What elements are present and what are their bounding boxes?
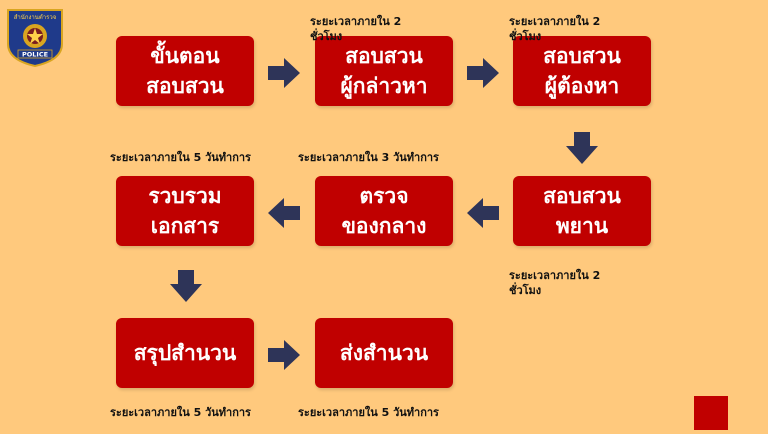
step2-time-note: ระยะเวลาภายใน 2 ชั่วโมง xyxy=(310,14,401,44)
police-badge-logo: สำนักงานตำรวจ POLICE xyxy=(7,9,63,68)
step7-time-note: ระยะเวลาภายใน 5 วันทำการ xyxy=(110,406,251,419)
step4-time-line1: ระยะเวลาภายใน 2 xyxy=(509,269,601,282)
step-question-accuser: สอบสวน ผู้กล่าวหา xyxy=(315,36,453,106)
step3-time-note: ระยะเวลาภายใน 2 ชั่วโมง xyxy=(509,14,600,44)
step8-line1: ส่งสำนวน xyxy=(339,341,429,365)
step6-line1: รวบรวม xyxy=(148,184,222,208)
step-investigation-process: ขั้นตอน สอบสวน xyxy=(116,36,254,106)
logo-badge-text: POLICE xyxy=(22,51,48,59)
step3-time-line2: ชั่วโมง xyxy=(509,30,542,43)
step-summarize-case: สรุปสำนวน xyxy=(116,318,254,388)
logo-top-text: สำนักงานตำรวจ xyxy=(14,14,57,21)
step7-line1: สรุปสำนวน xyxy=(133,341,237,365)
step3-line2: ผู้ต้องหา xyxy=(544,74,620,98)
step-question-suspect: สอบสวน ผู้ต้องหา xyxy=(513,36,651,106)
step6-time-note: ระยะเวลาภายใน 5 วันทำการ xyxy=(110,151,251,164)
step5-time-note: ระยะเวลาภายใน 3 วันทำการ xyxy=(298,151,439,164)
arrow-left-icon xyxy=(467,198,499,228)
step-submit-case: ส่งสำนวน xyxy=(315,318,453,388)
arrow-down-icon xyxy=(170,270,202,302)
step-examine-evidence: ตรวจ ของกลาง xyxy=(315,176,453,246)
corner-decoration xyxy=(694,396,728,430)
step1-line2: สอบสวน xyxy=(146,74,224,98)
step4-time-note: ระยะเวลาภายใน 2 ชั่วโมง xyxy=(509,268,600,298)
step3-time-line1: ระยะเวลาภายใน 2 xyxy=(509,15,601,28)
step2-line2: ผู้กล่าวหา xyxy=(340,74,428,98)
arrow-left-icon xyxy=(268,198,300,228)
step5-line2: ของกลาง xyxy=(341,214,427,238)
step-question-witness: สอบสวน พยาน xyxy=(513,176,651,246)
step2-line1: สอบสวน xyxy=(345,44,423,68)
arrow-down-icon xyxy=(566,132,598,164)
step1-line1: ขั้นตอน xyxy=(150,44,220,68)
step4-time-line2: ชั่วโมง xyxy=(509,284,542,297)
arrow-right-icon xyxy=(268,58,300,88)
step4-line1: สอบสวน xyxy=(543,184,621,208)
step3-line1: สอบสวน xyxy=(543,44,621,68)
step2-time-line2: ชั่วโมง xyxy=(310,30,343,43)
step-compile-documents: รวบรวม เอกสาร xyxy=(116,176,254,246)
step6-line2: เอกสาร xyxy=(150,214,220,238)
arrow-right-icon xyxy=(268,340,300,370)
step4-line2: พยาน xyxy=(555,214,609,238)
arrow-right-icon xyxy=(467,58,499,88)
step2-time-line1: ระยะเวลาภายใน 2 xyxy=(310,15,402,28)
step5-line1: ตรวจ xyxy=(359,184,409,208)
step8-time-note: ระยะเวลาภายใน 5 วันทำการ xyxy=(298,406,439,419)
